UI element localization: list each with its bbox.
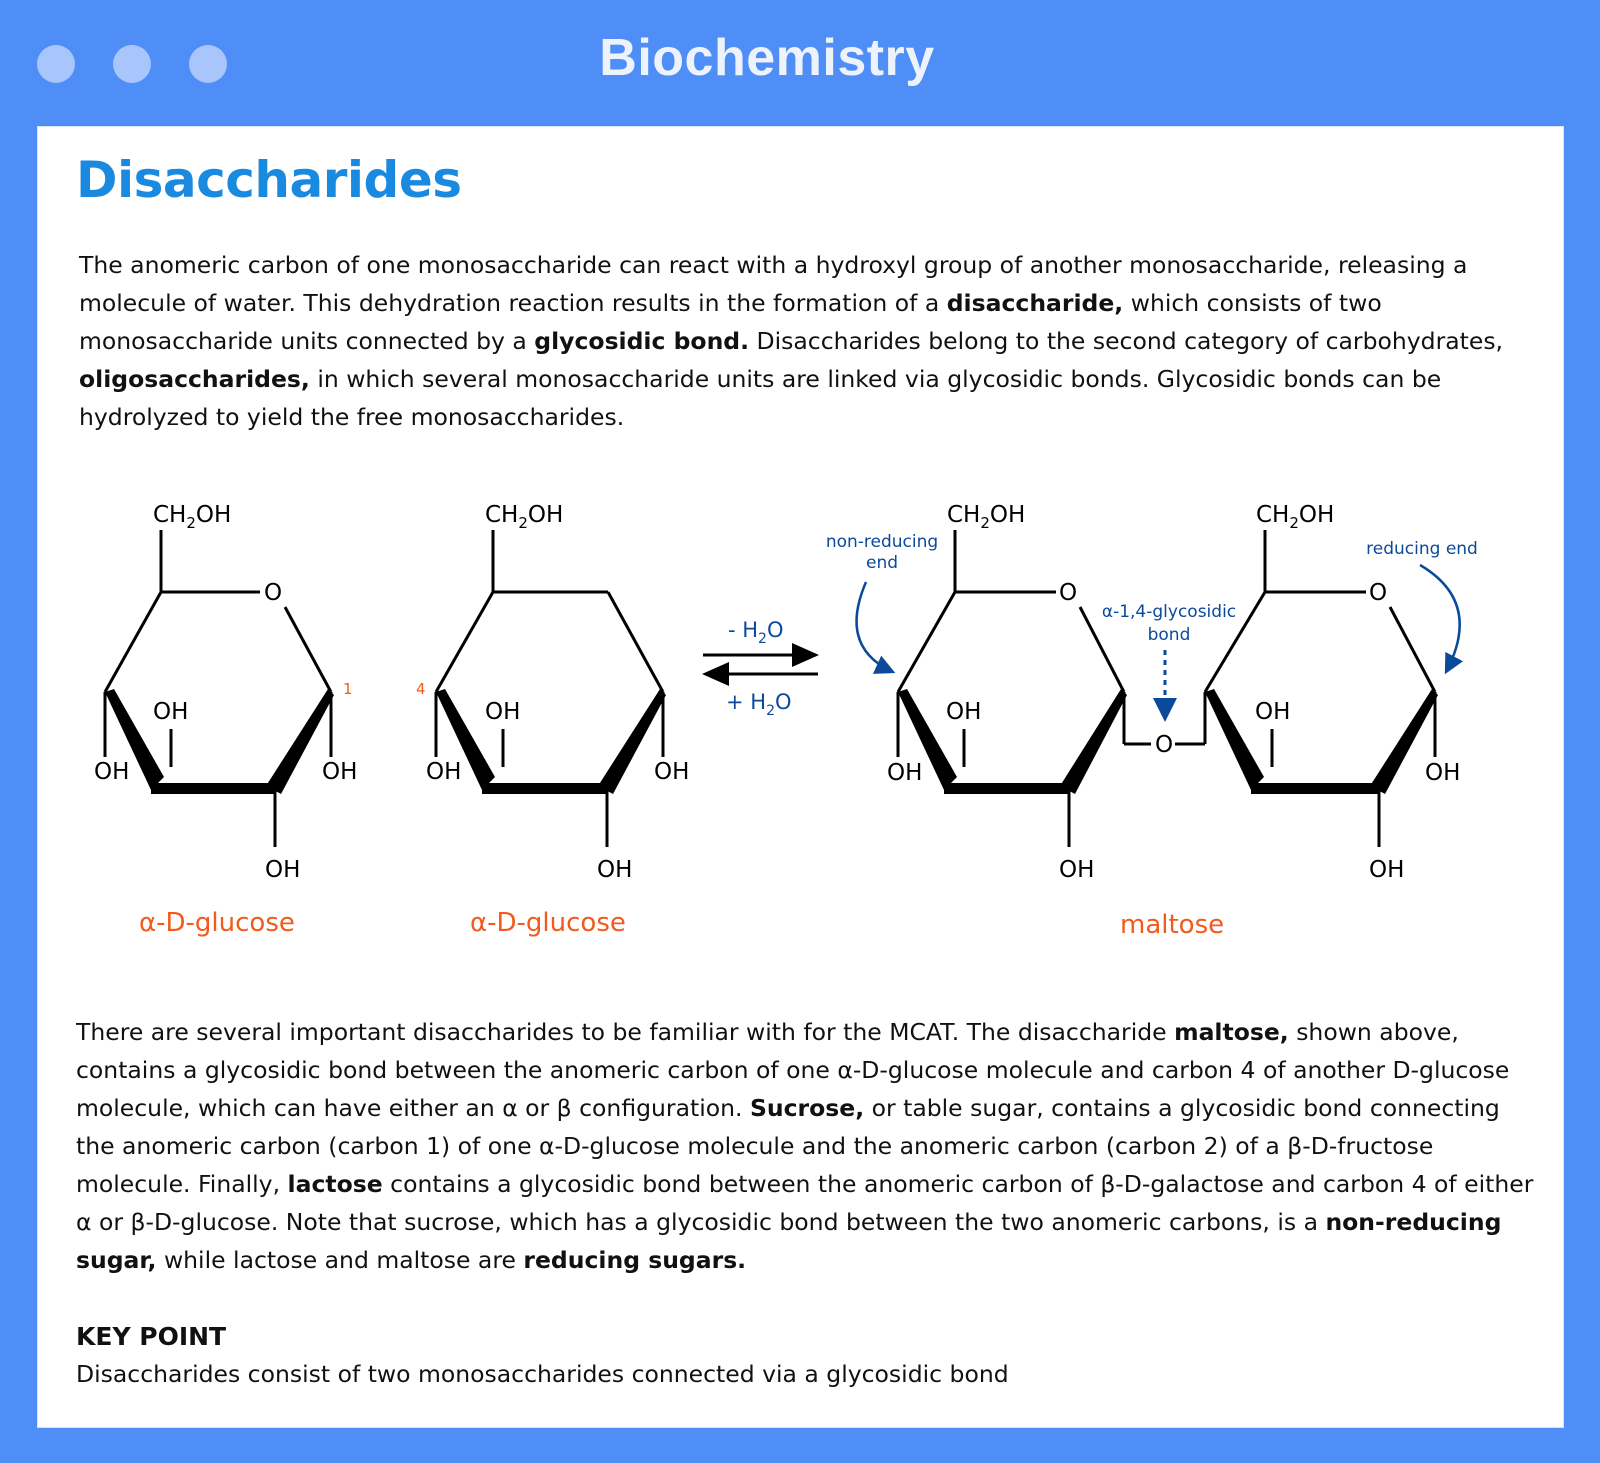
- reducing-end-label: reducing end: [1366, 539, 1478, 559]
- term-oligosaccharides: oligosaccharides,: [79, 365, 310, 393]
- maltose-molecule: CH2OH CH2OH O O O OH OH OH OH OH OH non-…: [826, 502, 1478, 940]
- carbon-4-label: 4: [416, 680, 426, 698]
- term-maltose: maltose,: [1174, 1018, 1289, 1046]
- hydroxyl-label: OH: [1425, 760, 1460, 786]
- intro-text: The anomeric carbon of one monosaccharid…: [79, 251, 1468, 317]
- hydroxyl-label: OH: [946, 699, 981, 725]
- glycosidic-oxygen-label: O: [1155, 732, 1173, 758]
- molecule-1-name: α-D-glucose: [139, 908, 295, 938]
- term-lactose: lactose: [287, 1170, 383, 1198]
- ring-oxygen-label: O: [1059, 580, 1077, 606]
- glycosidic-bond-label: α-1,4-glycosidic: [1102, 602, 1236, 622]
- maltose-formation-diagram: CH2OH O OH OH OH OH 1 α-D-glucose: [94, 502, 1478, 940]
- hydroxyl-label: OH: [1255, 699, 1290, 725]
- hydroxyl-label: OH: [322, 759, 357, 785]
- hydroxyl-label: OH: [94, 759, 129, 785]
- carbon-1-label: 1: [343, 680, 353, 698]
- hydrolysis-label: + H2O: [726, 690, 792, 719]
- ring-oxygen-label: O: [264, 580, 282, 606]
- intro-text: Disaccharides belong to the second categ…: [749, 327, 1504, 355]
- term-sucrose: Sucrose,: [749, 1094, 865, 1122]
- key-point-text: Disaccharides consist of two monosacchar…: [76, 1360, 1009, 1388]
- app-title: Biochemistry: [599, 29, 935, 87]
- ch2oh-label: CH2OH: [947, 502, 1025, 532]
- key-point-heading: KEY POINT: [76, 1322, 227, 1351]
- ch2oh-label: CH2OH: [1256, 502, 1334, 532]
- ch2oh-label: CH2OH: [153, 502, 231, 532]
- ch2oh-label: CH2OH: [485, 502, 563, 532]
- reducing-end-arrow: [1419, 563, 1464, 675]
- window-close-dot[interactable]: [37, 45, 75, 83]
- non-reducing-end-label: non-reducing: [826, 532, 938, 552]
- non-reducing-end-label: end: [866, 553, 898, 573]
- term-glycosidic-bond: glycosidic bond.: [534, 327, 750, 355]
- term-reducing-sugars: reducing sugars.: [523, 1246, 747, 1274]
- page-title: Disaccharides: [76, 151, 462, 209]
- molecule-2-name: α-D-glucose: [470, 908, 626, 938]
- hydroxyl-label: OH: [887, 760, 922, 786]
- glucose-molecule-2: CH2OH OH OH OH OH 4 α-D-glucose: [416, 502, 689, 938]
- intro-text: which consists of two monosaccharide uni…: [79, 289, 1382, 355]
- hydroxyl-label: OH: [265, 857, 300, 883]
- product-name: maltose: [1120, 910, 1224, 940]
- body-text: shown above, contains a glycosidic bond …: [76, 1018, 1510, 1122]
- equilibrium-arrows: - H2O + H2O: [702, 618, 819, 719]
- hydroxyl-label: OH: [654, 759, 689, 785]
- body-text: while lactose and maltose are: [156, 1246, 524, 1274]
- window-maximize-dot[interactable]: [189, 45, 227, 83]
- body-text: contains a glycosidic bond between the a…: [76, 1170, 1534, 1236]
- disaccharides-paragraph: There are several important disaccharide…: [76, 1013, 1541, 1279]
- body-text: There are several important disaccharide…: [76, 1018, 1175, 1046]
- term-disaccharide: disaccharide,: [946, 289, 1124, 317]
- intro-text: in which several monosaccharide units ar…: [79, 365, 1442, 431]
- term-non-reducing-sugar: non-reducing sugar,: [76, 1208, 1502, 1274]
- body-text: or table sugar, contains a glycosidic bo…: [76, 1094, 1500, 1198]
- glucose-molecule-1: CH2OH O OH OH OH OH 1 α-D-glucose: [94, 502, 357, 938]
- hydroxyl-label: OH: [1369, 857, 1404, 883]
- hydroxyl-label: OH: [426, 759, 461, 785]
- intro-paragraph: The anomeric carbon of one monosaccharid…: [79, 246, 1519, 436]
- hydroxyl-label: OH: [153, 699, 188, 725]
- ring-oxygen-label: O: [1369, 580, 1387, 606]
- window-minimize-dot[interactable]: [113, 45, 151, 83]
- title-bar: Biochemistry: [0, 0, 1600, 127]
- content-panel: Disaccharides The anomeric carbon of one…: [38, 127, 1563, 1427]
- non-reducing-end-arrow: [855, 581, 896, 674]
- dehydration-label: - H2O: [728, 618, 784, 647]
- glycosidic-bond-label: bond: [1148, 625, 1191, 645]
- hydroxyl-label: OH: [485, 699, 520, 725]
- hydroxyl-label: OH: [597, 857, 632, 883]
- hydroxyl-label: OH: [1059, 857, 1094, 883]
